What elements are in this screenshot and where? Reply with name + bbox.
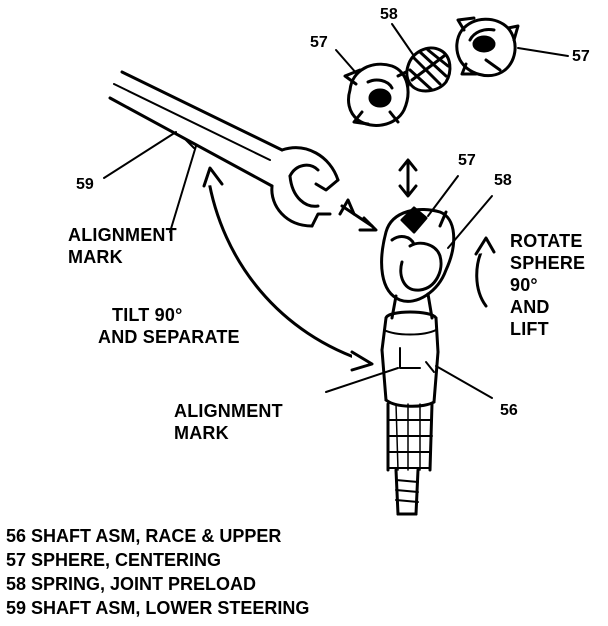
tilt-arrow [202,166,374,372]
parts-legend: 56 SHAFT ASM, RACE & UPPER 57 SPHERE, CE… [6,524,309,620]
centering-sphere-part-right [455,16,520,77]
slide-arrow [338,198,378,232]
preload-spring-part-top [405,46,452,93]
legend-item: 56 SHAFT ASM, RACE & UPPER [6,526,282,546]
callout-58-mid: 58 [494,172,512,189]
label-rotate-sphere: ROTATE SPHERE 90° AND LIFT [510,231,586,339]
label-alignment-mark-upper: ALIGNMENT MARK [68,225,177,267]
rotate-arrow [474,236,496,308]
label-alignment-mark-lower: ALIGNMENT MARK [174,401,283,443]
legend-item: 59 SHAFT ASM, LOWER STEERING [6,598,310,618]
lower-steering-shaft [108,70,340,228]
callout-57-top-right: 57 [572,48,590,65]
label-tilt-and-separate: TILT 90° AND SEPARATE [98,305,240,347]
lift-arrow-small [398,158,418,198]
callout-58-top: 58 [380,6,398,23]
legend-item: 58 SPRING, JOINT PRELOAD [6,574,257,594]
callout-57-top-left: 57 [310,34,328,51]
callout-56: 56 [500,402,518,419]
callout-57-mid: 57 [458,152,476,169]
legend-item: 57 SPHERE, CENTERING [6,550,222,570]
upper-shaft-assembly [380,206,456,516]
callout-59: 59 [76,176,94,193]
centering-sphere-part-left [343,62,412,127]
